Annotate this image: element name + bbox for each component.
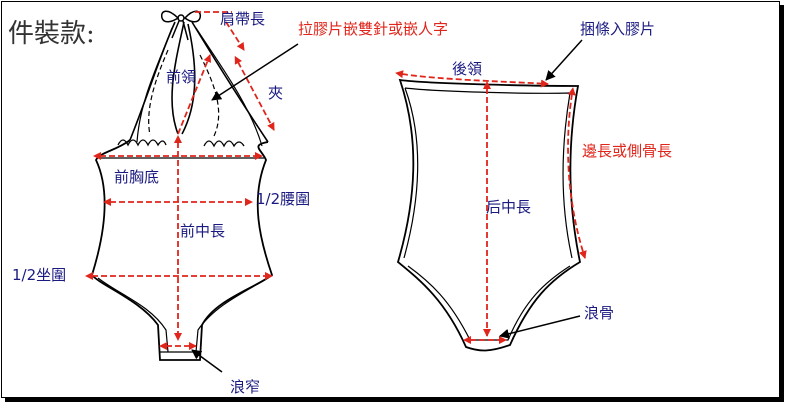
measure-side-length [567, 87, 587, 259]
frame-shadow-bottom [5, 398, 784, 402]
front-ruffle-left [117, 139, 167, 147]
measure-strap-length [195, 11, 244, 50]
front-measurements [85, 11, 275, 350]
label-under-bust: 前胸底 [114, 168, 159, 186]
label-crotch-width: 浪窄 [230, 378, 260, 396]
label-armhole: 夾 [268, 84, 283, 102]
leader-arrows [191, 39, 583, 373]
label-half-seat: 1/2坐圍 [12, 266, 66, 284]
measure-armhole [234, 55, 275, 131]
leader-crotch-width [191, 349, 223, 373]
label-crotch-seam: 浪骨 [584, 304, 614, 322]
back-swimsuit [396, 78, 582, 352]
back-body-outline [396, 78, 582, 352]
label-back-center-length: 后中長 [486, 198, 531, 216]
label-half-waist: 1/2腰圍 [256, 190, 310, 208]
measure-neck [177, 54, 212, 135]
label-strap-length: 肩帶長 [220, 10, 265, 28]
callout-tie-elastic: 捆條入膠片 [580, 20, 655, 38]
leader-crotch-seam [499, 315, 581, 339]
front-ruffle-right [203, 140, 245, 148]
label-front-center-length: 前中長 [180, 222, 225, 240]
leader-tie-elastic [545, 39, 583, 81]
measure-back-neck [395, 70, 549, 88]
label-front-neck: 前領 [166, 68, 196, 86]
frame-shadow-right [780, 5, 784, 401]
leader-elastic-stitch [211, 43, 299, 101]
back-measurements [395, 70, 587, 344]
label-side-length: 邊長或側骨長 [582, 142, 672, 160]
callout-elastic-stitch: 拉膠片嵌雙針或嵌人字 [298, 20, 448, 38]
label-back-neck: 後領 [452, 60, 482, 78]
front-body-outline [90, 139, 274, 361]
diagram-frame [1, 1, 780, 398]
diagram-title: 件裝款: [8, 19, 95, 49]
